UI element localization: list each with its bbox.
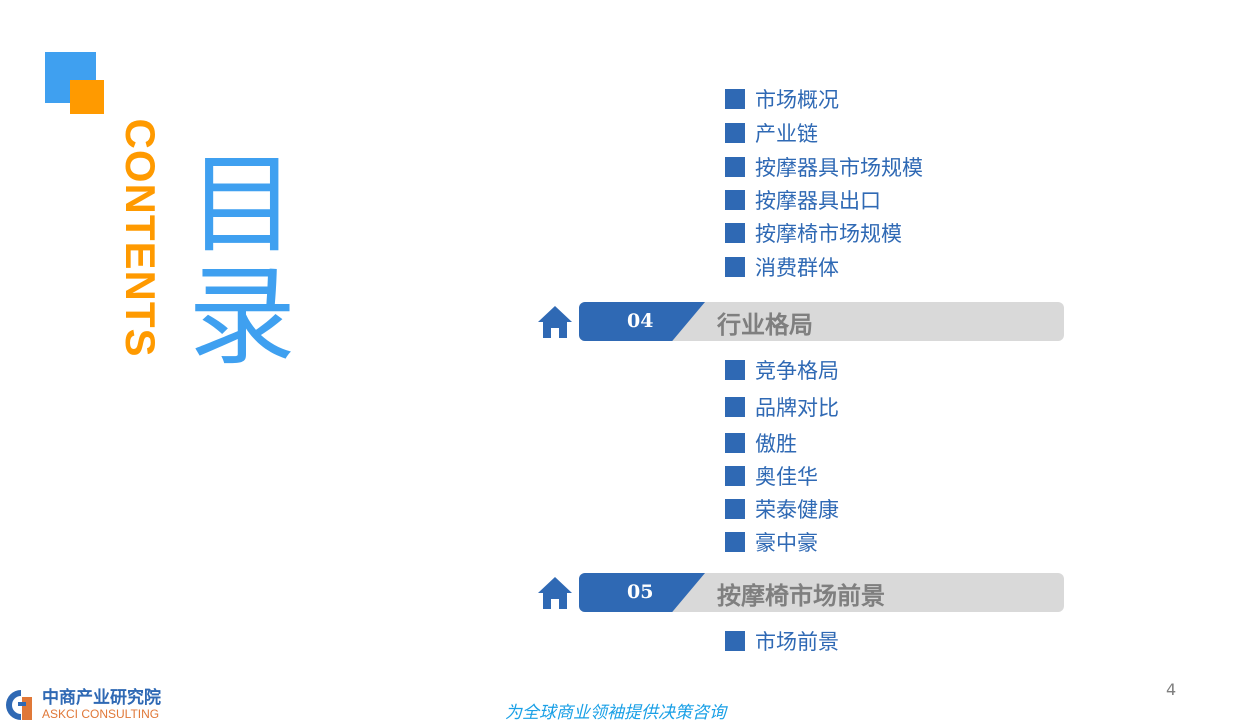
toc-item-label: 品牌对比 [755,396,839,420]
toc-item-label: 按摩器具市场规模 [755,156,923,180]
section-header-04[interactable]: 04 行业格局 [537,302,1064,341]
toc-item-label: 荣泰健康 [755,498,839,522]
toc-item[interactable]: 市场前景 [725,626,839,656]
bullet-square-icon [725,89,745,109]
toc-item-label: 按摩器具出口 [755,189,881,213]
toc-item[interactable]: 品牌对比 [725,392,839,422]
toc-item[interactable]: 按摩器具出口 [725,185,881,215]
bullet-square-icon [725,360,745,380]
bullet-square-icon [725,466,745,486]
bullet-square-icon [725,532,745,552]
bullet-square-icon [725,190,745,210]
toc-item[interactable]: 奥佳华 [725,461,818,491]
toc-item-label: 按摩椅市场规模 [755,222,902,246]
company-logo: 中商产业研究院 ASKCI CONSULTING [4,688,161,722]
toc-item[interactable]: 竞争格局 [725,355,839,385]
toc-item-label: 市场概况 [755,88,839,112]
home-icon [538,306,572,338]
logo-text-en: ASKCI CONSULTING [42,707,160,721]
bullet-square-icon [725,257,745,277]
toc-item-label: 竞争格局 [755,359,839,383]
footer-slogan: 为全球商业领袖提供决策咨询 [505,703,726,723]
toc-item-label: 傲胜 [755,432,797,456]
toc-item[interactable]: 荣泰健康 [725,494,839,524]
toc-item[interactable]: 傲胜 [725,428,797,458]
section-number: 04 [627,310,654,332]
toc-item[interactable]: 按摩椅市场规模 [725,218,902,248]
bullet-square-icon [725,123,745,143]
home-icon [538,577,572,609]
logo-icon [6,690,32,720]
toc-item[interactable]: 按摩器具市场规模 [725,152,923,182]
toc-item[interactable]: 市场概况 [725,84,839,114]
bullet-square-icon [725,631,745,651]
logo-text-cn: 中商产业研究院 [42,688,161,708]
contents-label: CONTENTS [117,118,164,358]
section-title: 行业格局 [717,311,813,339]
page-title: 目录 [188,143,297,380]
toc-item-label: 豪中豪 [755,531,818,555]
toc-item-label: 产业链 [755,122,818,146]
section-bar: 04 行业格局 [579,302,1064,341]
decor-orange-square [70,80,104,114]
bullet-square-icon [725,157,745,177]
toc-item[interactable]: 产业链 [725,118,818,148]
bullet-square-icon [725,433,745,453]
section-number: 05 [627,581,654,603]
bullet-square-icon [725,223,745,243]
bullet-square-icon [725,397,745,417]
toc-item-label: 奥佳华 [755,465,818,489]
bullet-square-icon [725,499,745,519]
toc-item[interactable]: 豪中豪 [725,527,818,557]
toc-item[interactable]: 消费群体 [725,252,839,282]
section-header-05[interactable]: 05 按摩椅市场前景 [537,573,1064,612]
section-bar: 05 按摩椅市场前景 [579,573,1064,612]
toc-item-label: 市场前景 [755,630,839,654]
section-title: 按摩椅市场前景 [717,582,885,610]
page-number: 4 [1166,680,1177,699]
toc-item-label: 消费群体 [755,256,839,280]
